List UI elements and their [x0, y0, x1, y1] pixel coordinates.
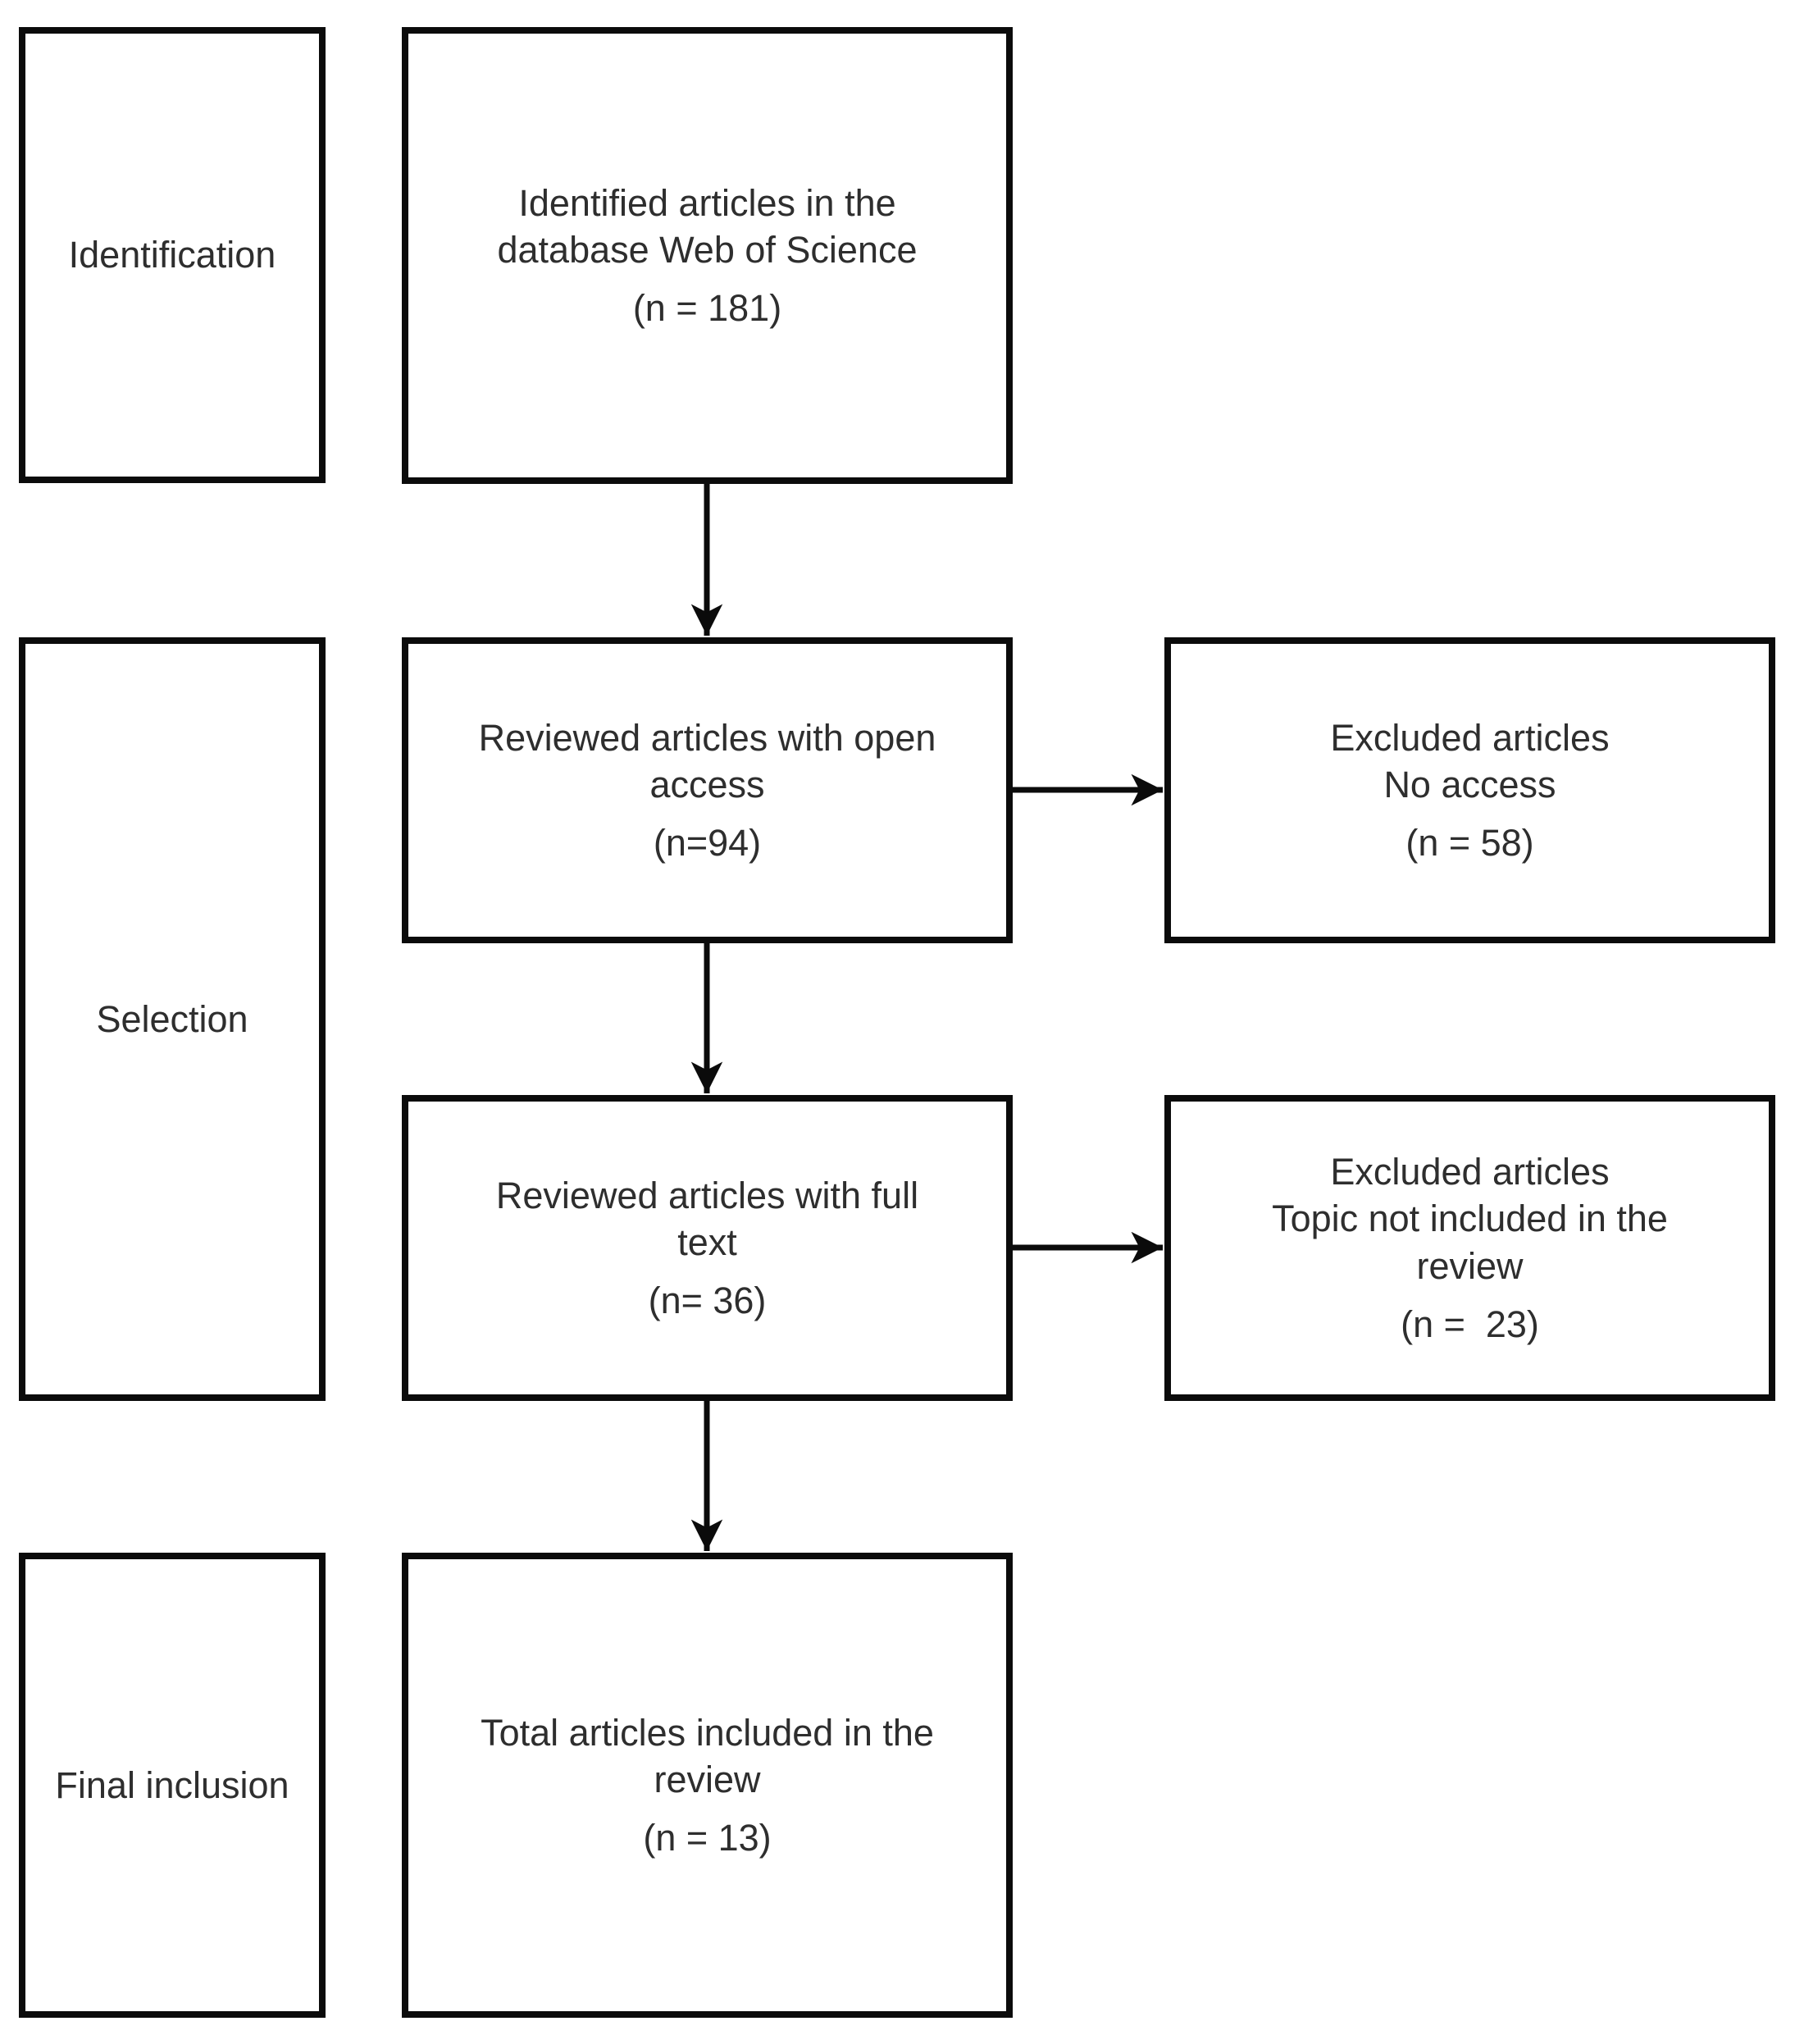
flow-box-text: Reviewed articles with full text: [495, 1174, 919, 1263]
stage-label-identification: Identification: [68, 234, 276, 276]
exclusion-box-text: Excluded articles No access: [1330, 716, 1610, 805]
flow-box-count: (n = 13): [643, 1817, 772, 1859]
flow-box-count: (n= 36): [648, 1280, 767, 1322]
flow-box-identified-articles: Identified articles in the database Web …: [402, 27, 1013, 484]
exclusion-box-count: (n = 23): [1401, 1303, 1539, 1345]
flow-box-total-included: Total articles included in the review (n…: [402, 1553, 1013, 2018]
stage-label-final-inclusion: Final inclusion: [55, 1763, 289, 1806]
stage-box-identification: Identification: [19, 27, 326, 483]
exclusion-box-no-access: Excluded articles No access (n = 58): [1164, 637, 1775, 943]
flow-box-text: Reviewed articles with open access: [478, 716, 936, 805]
flow-box-open-access: Reviewed articles with open access (n=94…: [402, 637, 1013, 943]
flow-box-full-text: Reviewed articles with full text (n= 36): [402, 1095, 1013, 1401]
flow-box-text: Identified articles in the database Web …: [497, 181, 918, 271]
flow-box-count: (n=94): [653, 822, 762, 865]
exclusion-box-topic-not-included: Excluded articles Topic not included in …: [1164, 1095, 1775, 1401]
flow-box-text: Total articles included in the review: [481, 1711, 934, 1800]
exclusion-box-text: Excluded articles Topic not included in …: [1272, 1151, 1668, 1287]
stage-box-selection: Selection: [19, 637, 326, 1401]
stage-label-selection: Selection: [96, 997, 248, 1040]
exclusion-box-count: (n = 58): [1405, 822, 1534, 865]
flow-box-count: (n = 181): [632, 287, 782, 330]
stage-box-final-inclusion: Final inclusion: [19, 1553, 326, 2018]
